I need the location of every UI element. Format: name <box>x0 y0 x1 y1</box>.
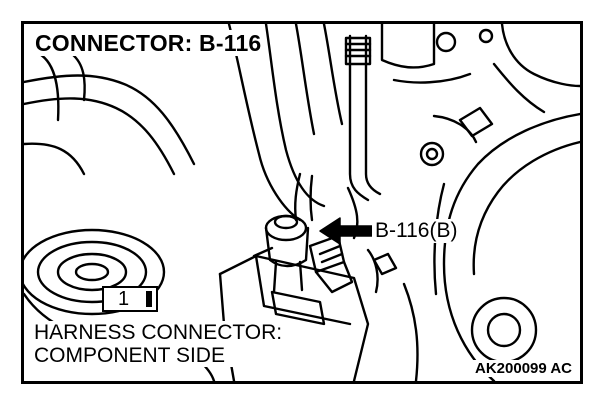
caption-line-2: COMPONENT SIDE <box>34 344 225 367</box>
connector-caption: HARNESS CONNECTOR: COMPONENT SIDE <box>32 321 285 367</box>
diagram-frame: CONNECTOR: B-116 B-116(B) 1 HARNESS CONN… <box>21 21 583 384</box>
caption-line-1: HARNESS CONNECTOR: <box>34 321 283 344</box>
connector-face-diagram: 1 <box>102 286 158 312</box>
left-hose <box>24 50 196 176</box>
pin-number: 1 <box>118 288 130 310</box>
figure-code: AK200099 AC <box>473 360 574 377</box>
page-title: CONNECTOR: B-116 <box>33 30 266 56</box>
cable <box>344 34 382 202</box>
connector-lock-tab <box>146 291 152 307</box>
connector-callout-label: B-116(B) <box>372 219 461 243</box>
upper-bracket <box>380 24 580 114</box>
upper-hose <box>227 24 344 222</box>
transmission-housing <box>419 106 580 381</box>
